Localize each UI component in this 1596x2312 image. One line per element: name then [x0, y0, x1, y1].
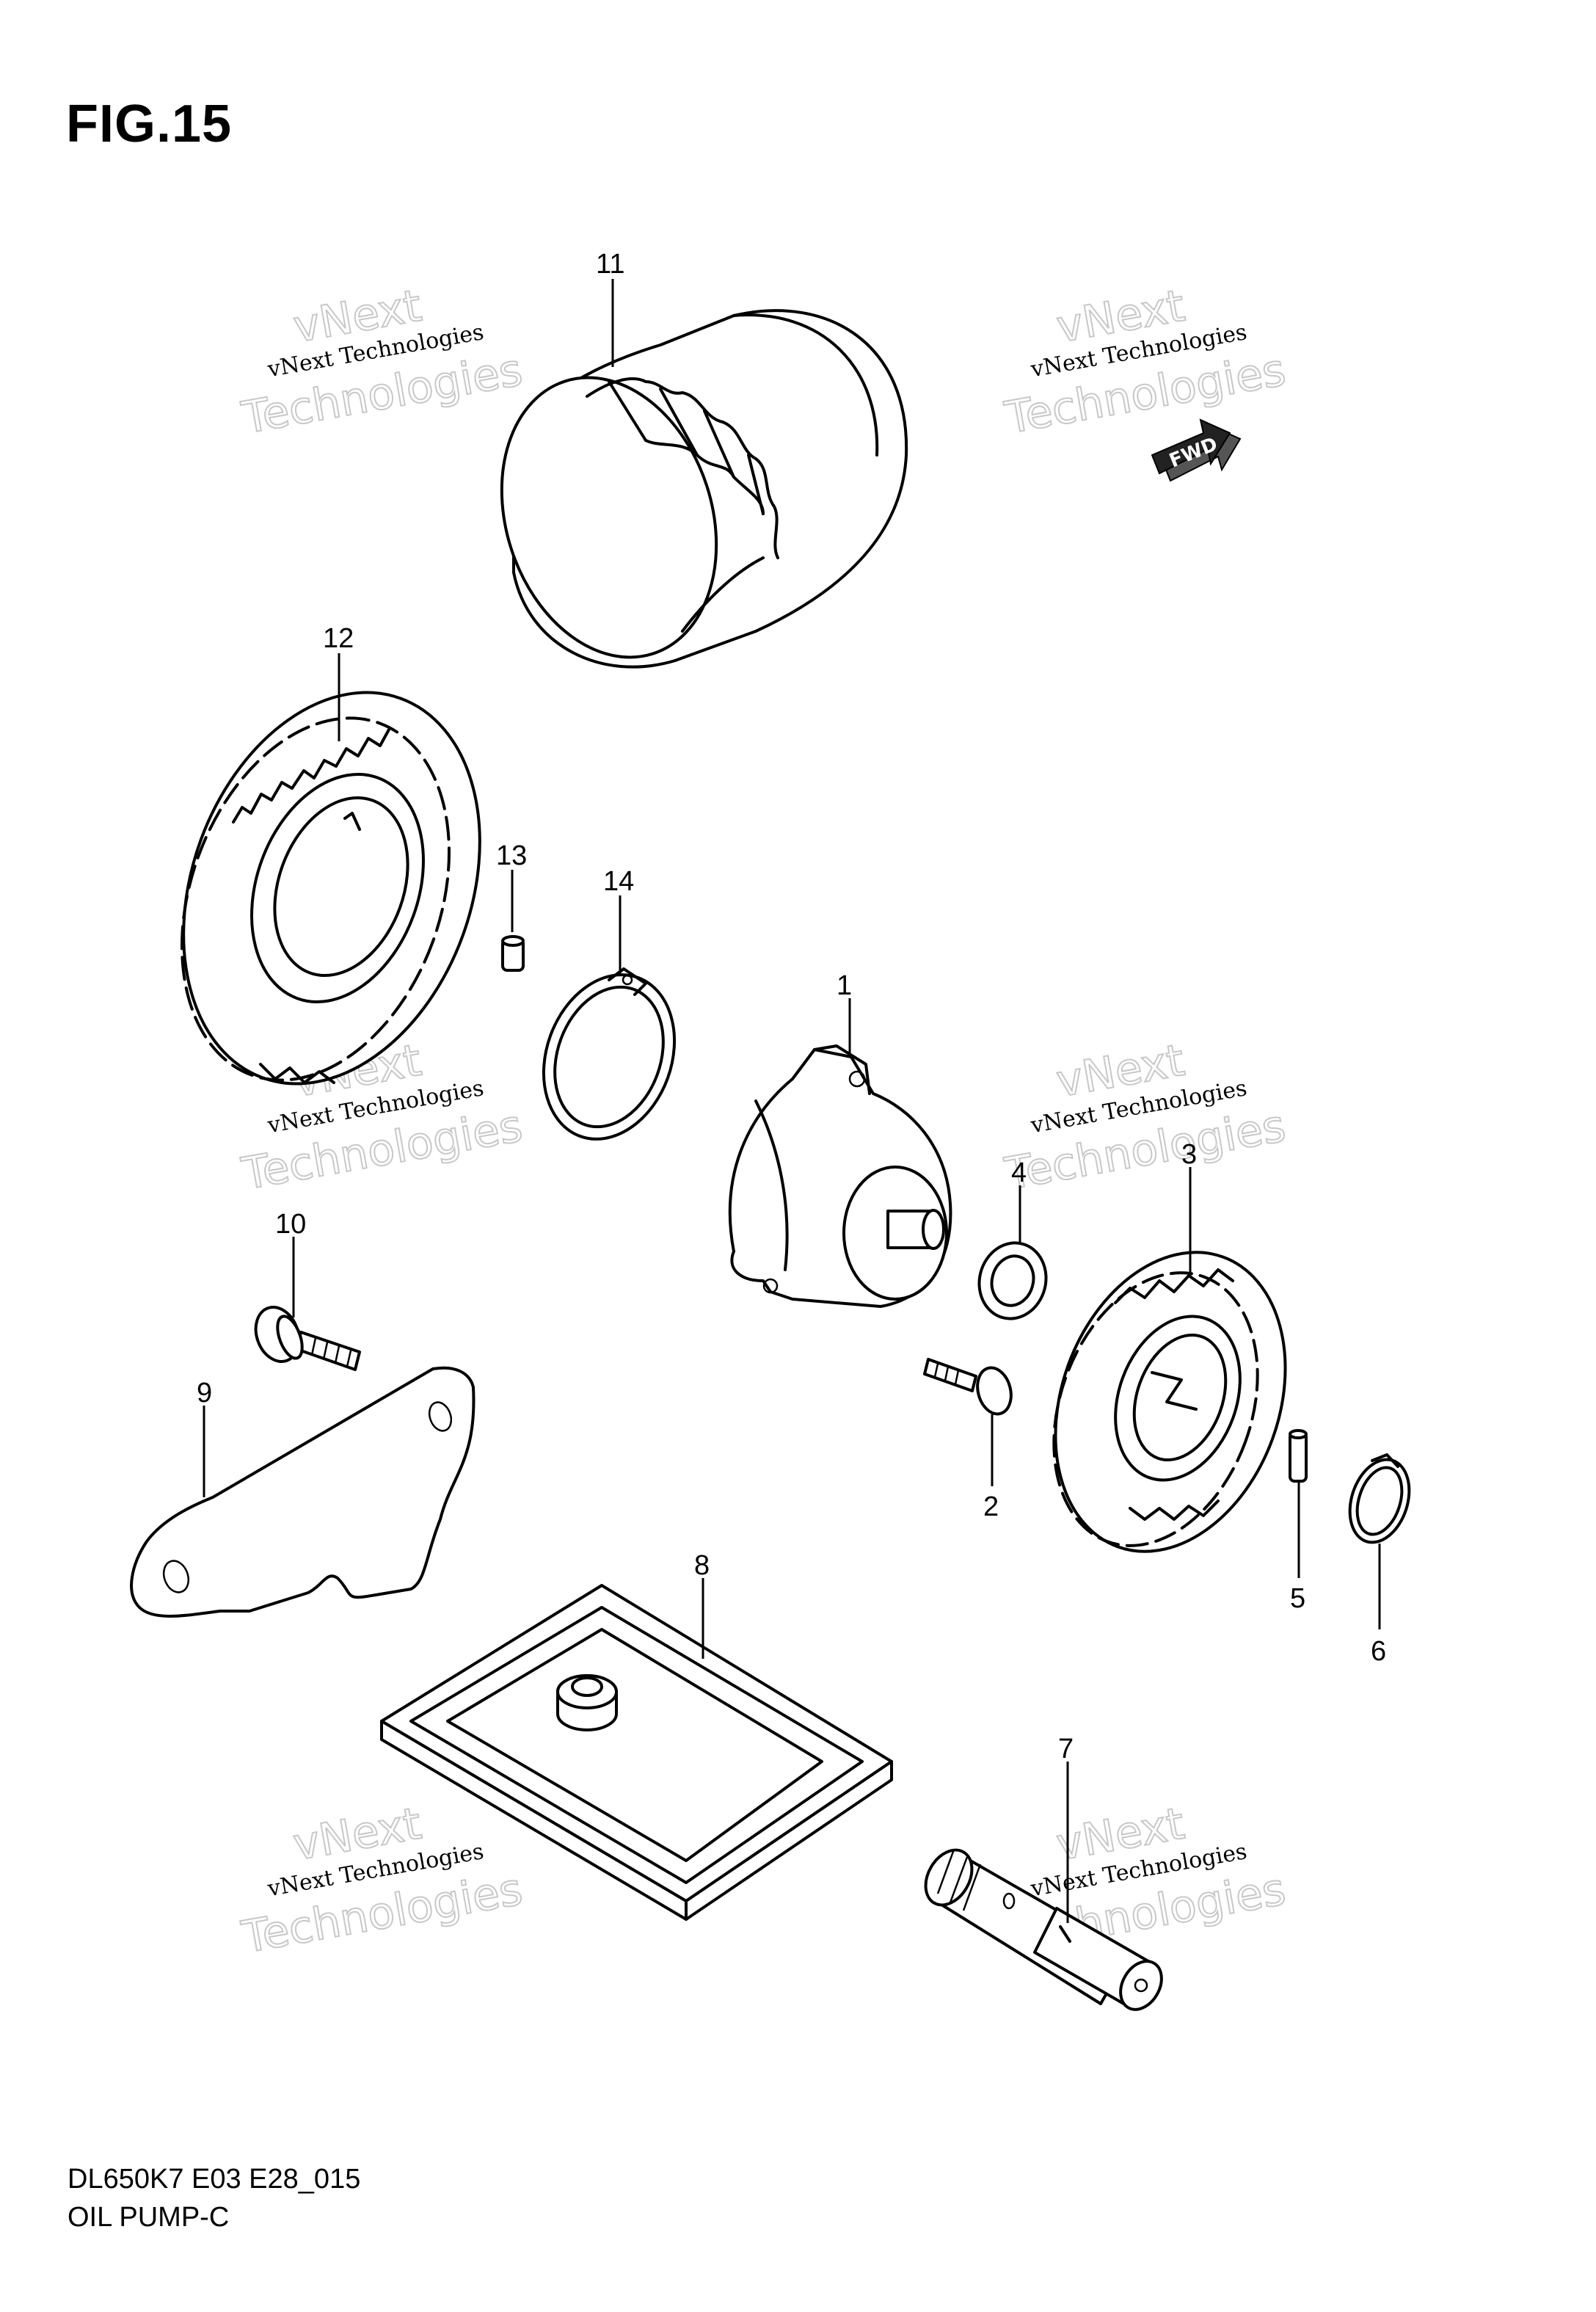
callout-9: 9 — [197, 1378, 212, 1408]
fwd-arrow-icon: FWD — [1151, 418, 1242, 482]
callout-6: 6 — [1371, 1636, 1386, 1667]
part-circlip-small — [1348, 1453, 1411, 1544]
part-oil-filter — [500, 309, 908, 669]
part-gear-pin — [1289, 1429, 1308, 1483]
callout-2: 2 — [983, 1491, 999, 1522]
callout-4: 4 — [1011, 1157, 1027, 1188]
callout-8: 8 — [694, 1550, 710, 1581]
figure-title: FIG.15 — [66, 95, 233, 153]
callout-5: 5 — [1290, 1583, 1305, 1614]
callout-10: 10 — [275, 1209, 306, 1240]
part-bolt — [254, 1306, 361, 1371]
watermark-top-right: vNext vNext Technologies Technologies — [1000, 280, 1290, 446]
callout-14: 14 — [603, 866, 634, 897]
callout-11: 11 — [596, 249, 624, 280]
callout-1: 1 — [837, 970, 852, 1001]
callout-3: 3 — [1181, 1139, 1197, 1170]
part-dowel-pin — [501, 935, 525, 972]
callout-12: 12 — [323, 623, 354, 654]
footer-model-code: DL650K7 E03 E28_015 — [68, 2164, 361, 2195]
part-oil-strainer — [380, 1584, 893, 1921]
part-washer — [977, 1241, 1048, 1320]
watermark-top-left: vNext vNext Technologies Technologies — [237, 280, 527, 446]
part-screw — [923, 1358, 1013, 1416]
part-gasket-plate — [130, 1366, 475, 1618]
part-oil-pump-gear — [1052, 1251, 1287, 1553]
watermark-bottom-left: vNext vNext Technologies Technologies — [237, 1797, 527, 1964]
callout-leaders — [203, 279, 1381, 1923]
part-driven-gear — [180, 691, 481, 1086]
watermark-mid-right: vNext vNext Technologies Technologies — [1000, 1034, 1290, 1201]
callout-7: 7 — [1058, 1734, 1074, 1764]
part-oil-jet — [924, 1848, 1163, 2011]
footer-section-name: OIL PUMP-C — [68, 2202, 230, 2233]
callout-13: 13 — [496, 840, 527, 871]
part-circlip-large — [542, 967, 677, 1141]
part-oil-pump-body — [728, 1044, 952, 1308]
